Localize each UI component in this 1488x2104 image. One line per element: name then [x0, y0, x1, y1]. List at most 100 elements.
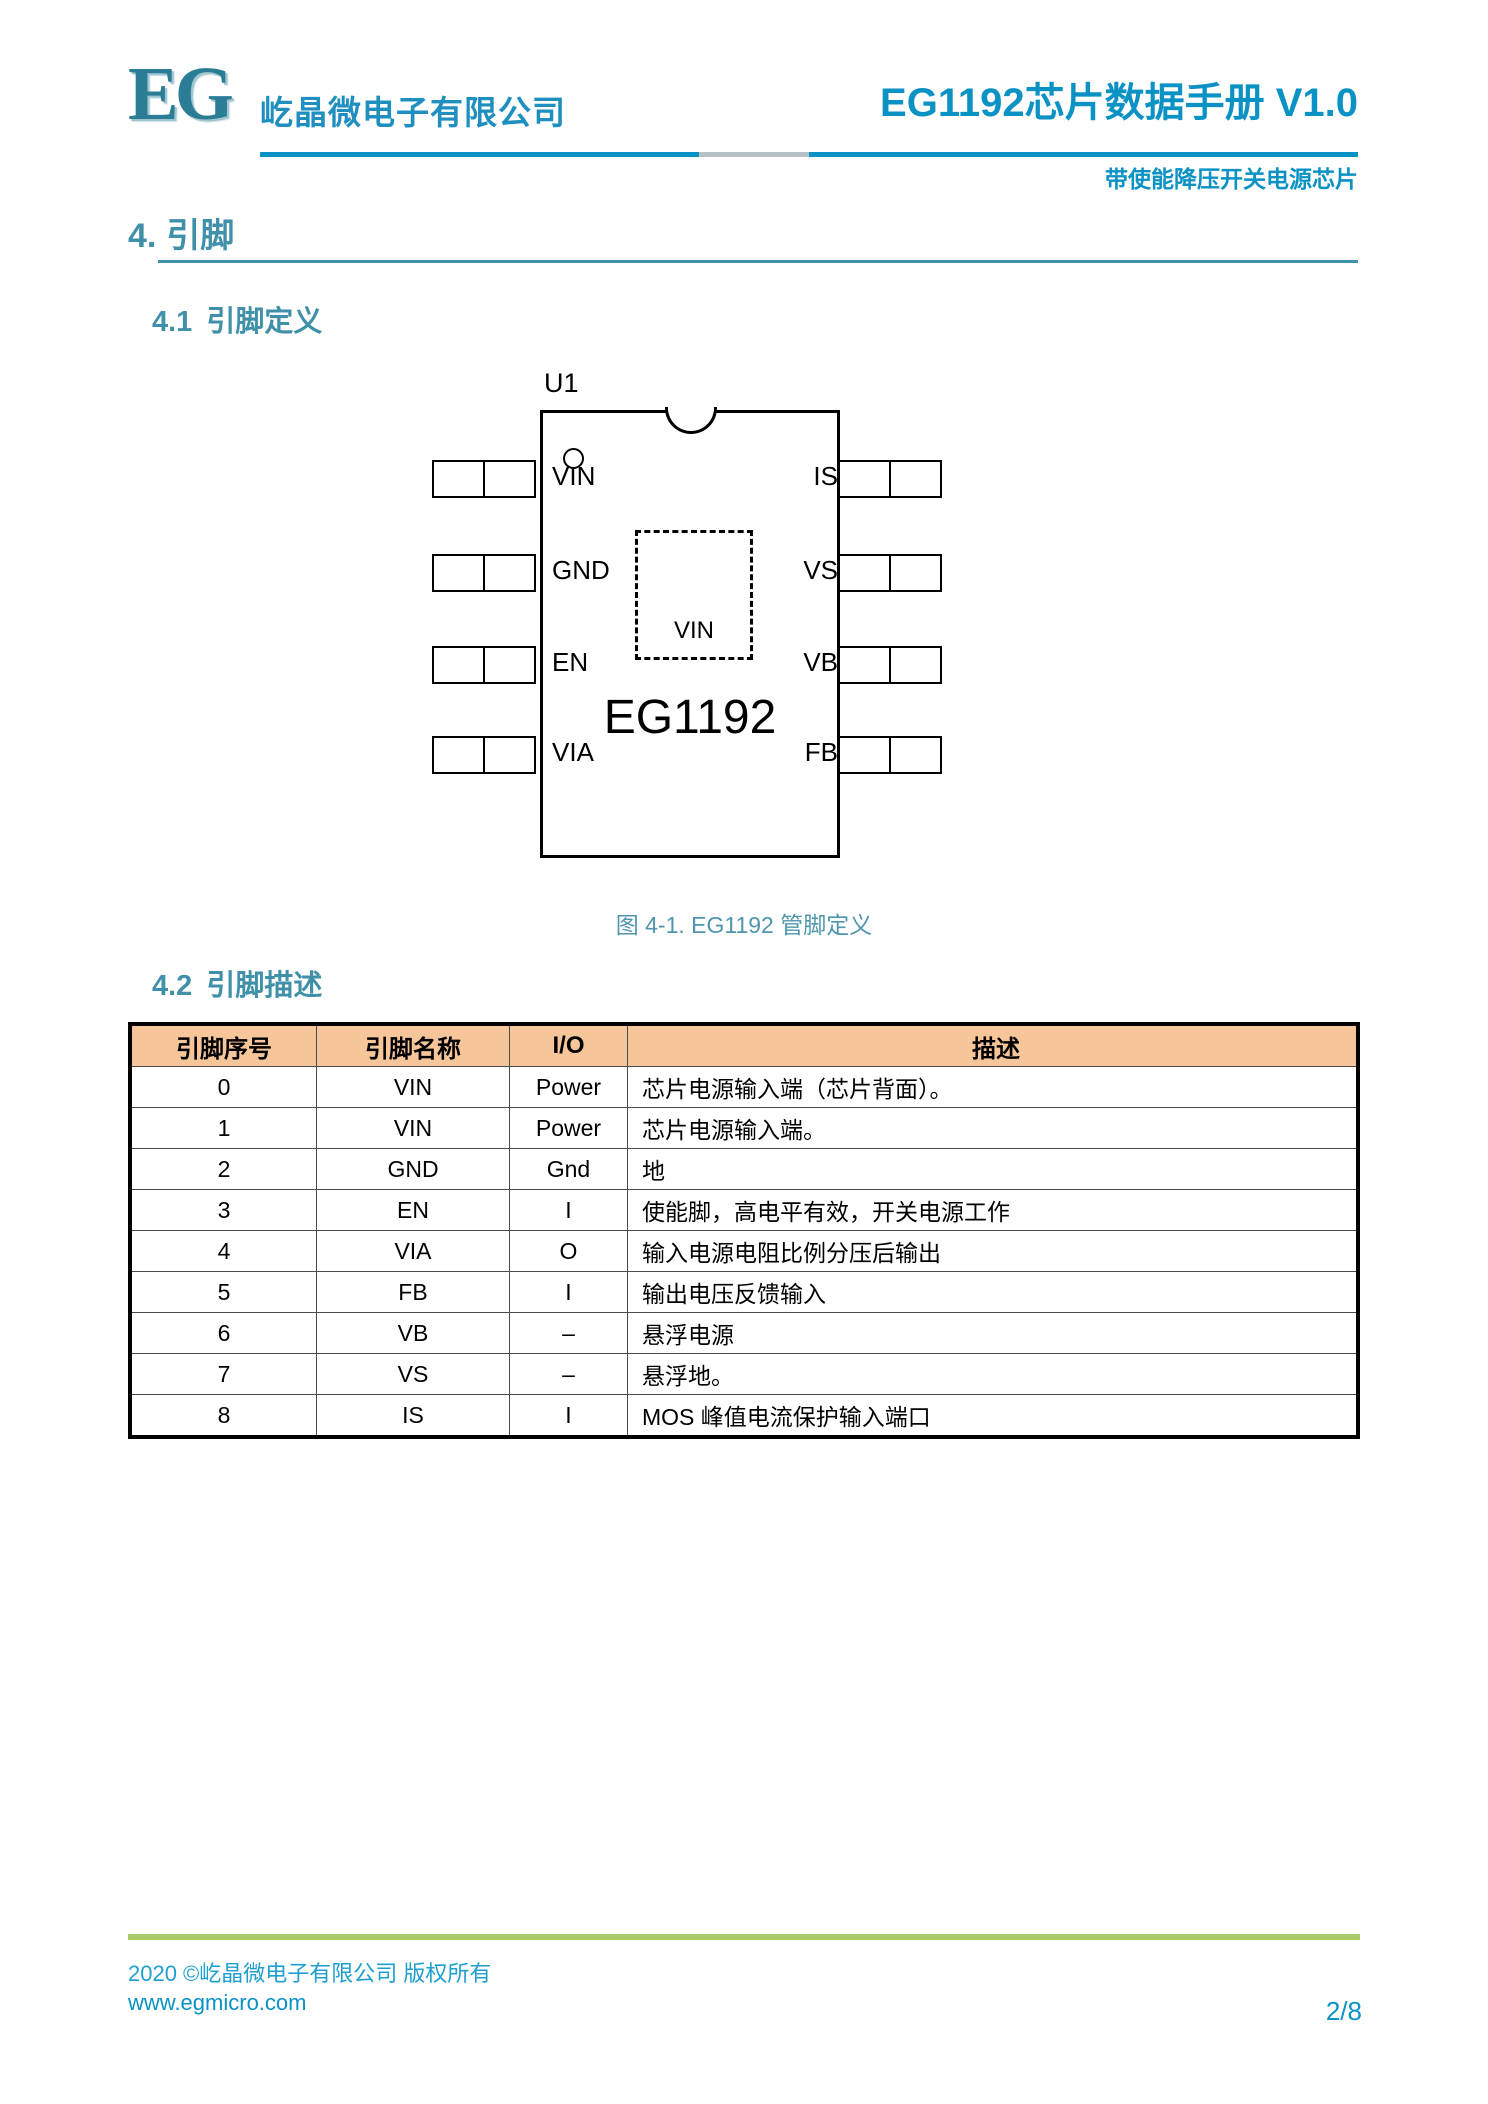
cell-pin-index: 1 — [128, 1107, 317, 1149]
cell-io: I — [509, 1271, 628, 1313]
cell-io: Power — [509, 1107, 628, 1149]
page-number: 2/8 — [1325, 1996, 1362, 2026]
lead-pad — [432, 736, 485, 774]
cell-pin-name: FB — [316, 1271, 510, 1313]
col-header-pin-index: 引脚序号 — [128, 1023, 317, 1067]
cell-io: – — [509, 1353, 628, 1395]
pin-label-left-gnd: GND — [552, 555, 610, 585]
lead-pad — [432, 460, 485, 498]
pin-label-right-fb: FB — [804, 737, 838, 767]
pin-label-left-en: EN — [552, 647, 589, 677]
lead-pad — [483, 554, 536, 592]
cell-description: 芯片电源输入端。 — [627, 1107, 1360, 1149]
lead-pad — [889, 460, 942, 498]
cell-pin-index: 4 — [128, 1230, 317, 1272]
pin-label-right-vb: VB — [803, 647, 838, 677]
reference-designator-label: U1 — [544, 368, 579, 398]
col-header-desc: 描述 — [627, 1023, 1360, 1067]
footer-website-link[interactable]: www.egmicro.com — [128, 1990, 307, 2015]
section-number: 4. — [128, 217, 157, 255]
col-header-pin-name: 引脚名称 — [316, 1023, 510, 1067]
lead-pad — [889, 736, 942, 774]
lead-pad — [483, 646, 536, 684]
cell-pin-index: 3 — [128, 1189, 317, 1231]
pin-label-left-via: VIA — [552, 737, 594, 767]
cell-io: Power — [509, 1066, 628, 1108]
chip-pinout-diagram: U1 VIN EG1192 VIN GND EN VIA — [432, 368, 1050, 928]
document-subtitle: 带使能降压开关电源芯片 — [1105, 166, 1358, 192]
cell-pin-name: GND — [316, 1148, 510, 1190]
lead-pad — [483, 460, 536, 498]
section-underline — [158, 260, 1358, 263]
chip-notch-cover — [668, 406, 714, 411]
cell-io: O — [509, 1230, 628, 1272]
lead-pad — [838, 646, 891, 684]
lead-pad — [838, 736, 891, 774]
lead-pad — [889, 554, 942, 592]
cell-description: 使能脚，高电平有效，开关电源工作 — [627, 1189, 1360, 1231]
cell-pin-name: IS — [316, 1394, 510, 1439]
footer-divider — [128, 1934, 1360, 1940]
footer-copyright: 2020 ©屹晶微电子有限公司 版权所有 — [128, 1961, 492, 1986]
cell-description: 悬浮地。 — [627, 1353, 1360, 1395]
page-header: EG 屹晶微电子有限公司 EG1192芯片数据手册 V1.0 带使能降压开关电源… — [128, 48, 1358, 192]
pin-label-right-is: IS — [813, 461, 838, 491]
cell-pin-name: VS — [316, 1353, 510, 1395]
header-divider — [260, 152, 1358, 157]
section-heading-4: 4.引脚 — [128, 208, 1358, 263]
cell-pin-name: VB — [316, 1312, 510, 1354]
cell-io: – — [509, 1312, 628, 1354]
pin-label-right-vs: VS — [803, 555, 838, 585]
cell-pin-index: 6 — [128, 1312, 317, 1354]
cell-pin-index: 5 — [128, 1271, 317, 1313]
lead-pad — [889, 646, 942, 684]
subsection-number: 4.1 — [152, 306, 193, 338]
cell-pin-index: 8 — [128, 1394, 317, 1439]
lead-pad — [838, 460, 891, 498]
subsection-number: 4.2 — [152, 970, 193, 1002]
section-title: 引脚 — [166, 217, 235, 255]
thermal-pad-outline: VIN — [635, 530, 753, 660]
document-title: EG1192芯片数据手册 V1.0 — [880, 81, 1358, 125]
cell-pin-name: VIA — [316, 1230, 510, 1272]
cell-io: I — [509, 1394, 628, 1439]
col-header-io: I/O — [509, 1023, 628, 1067]
pin-label-left-vin: VIN — [552, 461, 596, 491]
lead-pad — [838, 554, 891, 592]
thermal-pad-label: VIN — [673, 617, 714, 644]
subsection-title: 引脚描述 — [206, 970, 323, 1002]
subsection-heading-4-2: 4.2 引脚描述 — [152, 962, 322, 1004]
cell-io: I — [509, 1189, 628, 1231]
cell-pin-name: VIN — [316, 1107, 510, 1149]
lead-pad — [432, 646, 485, 684]
eg-logo: EG — [128, 52, 234, 136]
chip-body-outline — [540, 410, 840, 858]
cell-pin-index: 7 — [128, 1353, 317, 1395]
cell-description: 悬浮电源 — [627, 1312, 1360, 1354]
table-header: 引脚序号 引脚名称 I/O 描述 — [128, 1023, 1360, 1067]
figure-caption: 图 4-1. EG1192 管脚定义 — [615, 912, 873, 938]
cell-description: MOS 峰值电流保护输入端口 — [627, 1394, 1360, 1439]
chip-marking-label: EG1192 — [603, 691, 777, 744]
cell-description: 输入电源电阻比例分压后输出 — [627, 1230, 1360, 1272]
pin1-dot-icon — [563, 448, 584, 469]
table-header-row: 引脚序号 引脚名称 I/O 描述 — [128, 1023, 1360, 1067]
cell-description: 芯片电源输入端（芯片背面）。 — [627, 1066, 1360, 1108]
cell-description: 输出电压反馈输入 — [627, 1271, 1360, 1313]
cell-pin-name: EN — [316, 1189, 510, 1231]
lead-pad — [432, 554, 485, 592]
cell-description: 地 — [627, 1148, 1360, 1190]
